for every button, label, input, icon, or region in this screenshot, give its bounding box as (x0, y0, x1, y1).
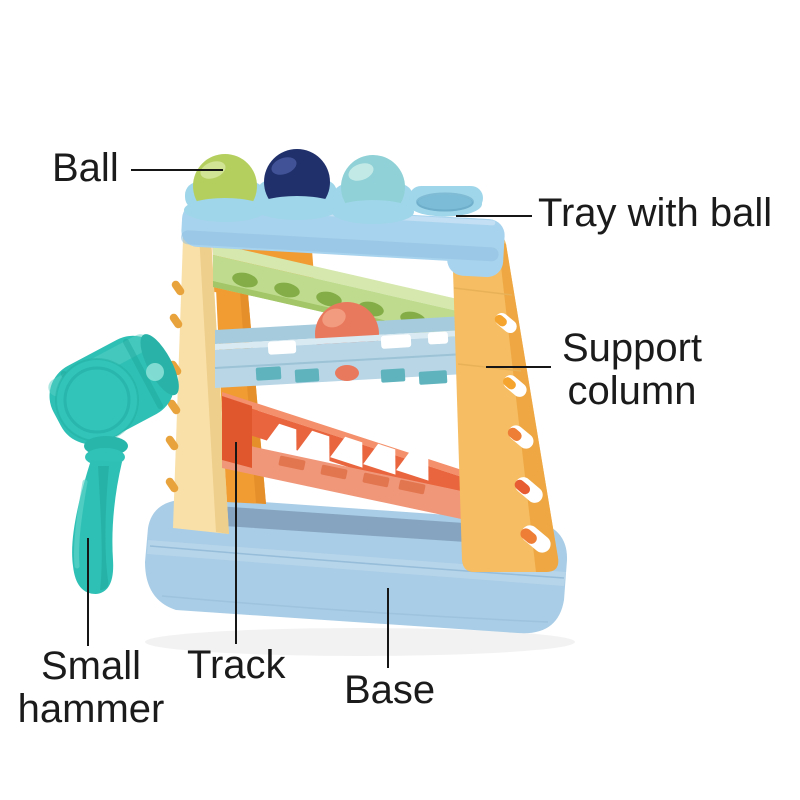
base-ridge (149, 545, 565, 579)
blue-track-ridge (214, 353, 466, 369)
base-leader-line (387, 588, 389, 668)
left-column-shade (198, 216, 229, 534)
empty-well-hole (417, 194, 473, 212)
ball-label: Ball (52, 146, 119, 190)
small-hammer-label-line1: Small (40, 644, 142, 688)
support-column-label-line1: Support (561, 326, 703, 370)
blue-track-slots-teal (255, 366, 448, 385)
navy-ball-highlight (271, 157, 297, 175)
tray-leader-line (456, 215, 532, 217)
track-label: Track (187, 643, 286, 687)
support-column-leader-line (486, 366, 551, 368)
track-leader-line (235, 442, 237, 644)
coral-track-endcap (222, 396, 252, 468)
right-column-holes (494, 312, 551, 553)
base-shadow (145, 628, 575, 656)
support-column-label: Support column (556, 327, 708, 413)
support-column-label-line2: column (567, 369, 697, 413)
small-hammer-label: Small hammer (8, 645, 174, 731)
coral-track-top (222, 392, 462, 477)
base-label: Base (344, 668, 436, 712)
tray-with-ball-label: Tray with ball (538, 191, 773, 235)
hammer-face (56, 359, 138, 441)
base-recess (214, 506, 472, 542)
tray-bar-shade (181, 230, 499, 262)
base-ridge-lower (161, 595, 549, 623)
blue-track-slots-upper (267, 331, 449, 355)
hammer-handle-highlight (73, 479, 88, 569)
green-track-top (213, 243, 462, 312)
coral-track-dashes (278, 455, 426, 495)
orange-ball-through-slot (335, 365, 359, 381)
hammer-handle-shade (98, 466, 109, 590)
right-support-column (452, 232, 559, 572)
orange-ball-highlight (322, 308, 346, 328)
empty-well-hole-edge (416, 192, 474, 212)
small-hammer-label-line2: hammer (17, 687, 165, 731)
hammer-tip-highlight (146, 363, 164, 381)
coral-track (222, 392, 466, 520)
hammer-head-ridge-right (123, 338, 164, 410)
coral-track-holes (264, 423, 429, 481)
teal-ball-highlight (348, 163, 374, 181)
small-hammer-leader-line (87, 538, 89, 646)
blue-track (214, 302, 466, 388)
ball-leader-line (131, 169, 223, 171)
ball-well-rims (184, 196, 414, 224)
hammer-face-ring (63, 366, 131, 434)
small-hammer (48, 334, 179, 594)
left-support-column (165, 210, 229, 534)
right-column-seam1 (453, 287, 513, 296)
tray-with-ball (181, 149, 505, 278)
